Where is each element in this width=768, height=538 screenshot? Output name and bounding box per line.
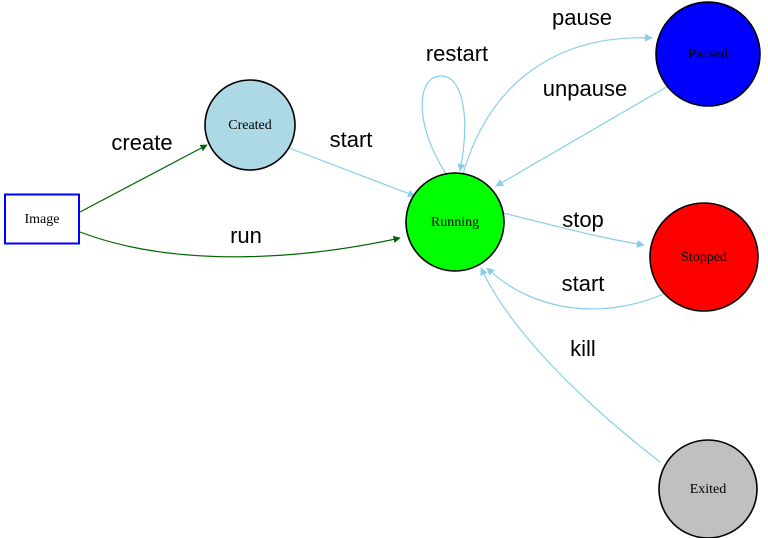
edge-stop: stop <box>502 207 645 248</box>
edge-label-pause: pause <box>552 5 612 30</box>
edge-kill: kill <box>480 267 661 463</box>
node-paused-shape[interactable] <box>655 1 761 107</box>
edge-label-restart: restart <box>426 41 488 66</box>
node-image-shape[interactable] <box>4 193 80 245</box>
edge-label-kill: kill <box>570 336 596 361</box>
node-exited-label: Exited <box>690 482 727 497</box>
edge-unpause: unpause <box>495 76 671 187</box>
node-created-shape[interactable] <box>204 79 296 171</box>
edge-run-path <box>79 231 401 258</box>
edge-pause: pause <box>462 5 653 175</box>
edge-start-created-path <box>288 147 416 198</box>
edge-kill-path <box>480 267 661 463</box>
edge-label-stop: stop <box>562 207 604 232</box>
edge-pause-path <box>462 33 653 175</box>
node-paused-label: Paused <box>688 47 728 62</box>
node-exited[interactable]: Exited <box>658 439 758 538</box>
edge-restart-self-loop: restart <box>421 41 488 175</box>
edge-label-create: create <box>111 130 172 155</box>
node-stopped-label: Stopped <box>681 250 727 265</box>
edge-label-start-created: start <box>330 127 373 152</box>
edge-label-unpause: unpause <box>543 76 627 101</box>
edge-start-stopped-to-running: start <box>486 267 667 310</box>
node-created[interactable]: Created <box>204 79 296 171</box>
node-paused[interactable]: Paused <box>655 1 761 107</box>
node-running[interactable]: Running <box>405 172 505 272</box>
edge-restart-path <box>421 75 466 175</box>
node-stopped[interactable]: Stopped <box>649 202 759 312</box>
edge-start-stopped-path <box>486 267 667 310</box>
edge-label-start-stopped: start <box>562 271 605 296</box>
node-image-label: Image <box>25 212 60 227</box>
node-running-label: Running <box>431 215 479 230</box>
node-exited-shape[interactable] <box>658 439 758 538</box>
edge-unpause-path <box>495 84 671 187</box>
node-created-label: Created <box>228 118 272 133</box>
edge-run: run <box>79 223 401 258</box>
node-running-shape[interactable] <box>405 172 505 272</box>
edge-stop-path <box>502 212 645 248</box>
node-image[interactable]: Image <box>4 193 80 245</box>
edge-create-path <box>79 144 208 213</box>
node-stopped-shape[interactable] <box>649 202 759 312</box>
edge-create: create <box>79 130 208 213</box>
edge-start-created-to-running: start <box>288 127 416 198</box>
edge-label-run: run <box>230 223 262 248</box>
